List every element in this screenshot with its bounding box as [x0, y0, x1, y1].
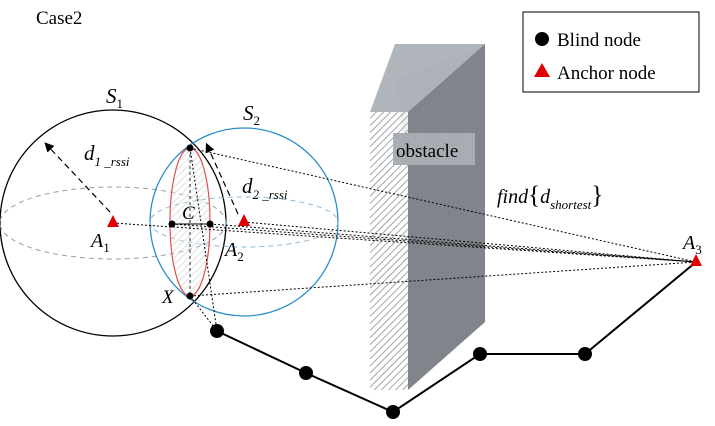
anchor-a1-marker: [107, 215, 119, 227]
legend: Blind node Anchor node: [522, 11, 700, 93]
sphere-s2-label: S2: [243, 101, 260, 128]
d1-radius-arrow: [44, 142, 111, 213]
anchor-a2-label: A2: [223, 239, 244, 264]
anchor-a2-marker: [238, 214, 250, 226]
find-shortest-expression: find{dshortest}: [497, 182, 603, 212]
blind-node: [210, 324, 224, 338]
obstacle: [370, 44, 485, 390]
obstacle-stripes: [395, 44, 485, 390]
ray-lines: [112, 147, 697, 332]
point-c-right: [206, 220, 214, 228]
obstacle-front-face: [370, 112, 408, 390]
sphere-s1: [0, 109, 227, 337]
point-x: [186, 292, 194, 300]
blind-nodes: [210, 324, 592, 419]
blind-node: [386, 405, 400, 419]
blind-node: [299, 366, 313, 380]
anchor-a3-label: A3: [681, 232, 702, 257]
anchor-node-legend-icon: [534, 63, 550, 77]
point-top-intersection: [186, 144, 194, 152]
point-x-label: X: [161, 287, 175, 308]
case-label: Case2: [36, 8, 82, 29]
blind-node-legend-label: Blind node: [557, 30, 641, 51]
anchor-a3-marker: [690, 254, 702, 266]
anchor-node-legend-label: Anchor node: [557, 63, 656, 84]
sphere-s2: [149, 127, 339, 317]
point-c-label: C: [182, 203, 195, 224]
d2-radius-arrow: [205, 142, 239, 215]
point-c: [168, 220, 176, 228]
obstacle-label: obstacle: [396, 141, 458, 162]
blind-node-legend-icon: [535, 32, 549, 46]
blind-node: [578, 347, 592, 361]
d2-rssi-label: d2 _rssi: [242, 174, 288, 202]
legend-box: [522, 11, 700, 93]
blind-node: [473, 347, 487, 361]
sphere-s1-label: S1: [106, 84, 123, 111]
blind-node-path: [216, 261, 697, 414]
anchor-a1-label: A1: [89, 230, 110, 255]
d1-rssi-label: d1 _rssi: [84, 141, 130, 169]
